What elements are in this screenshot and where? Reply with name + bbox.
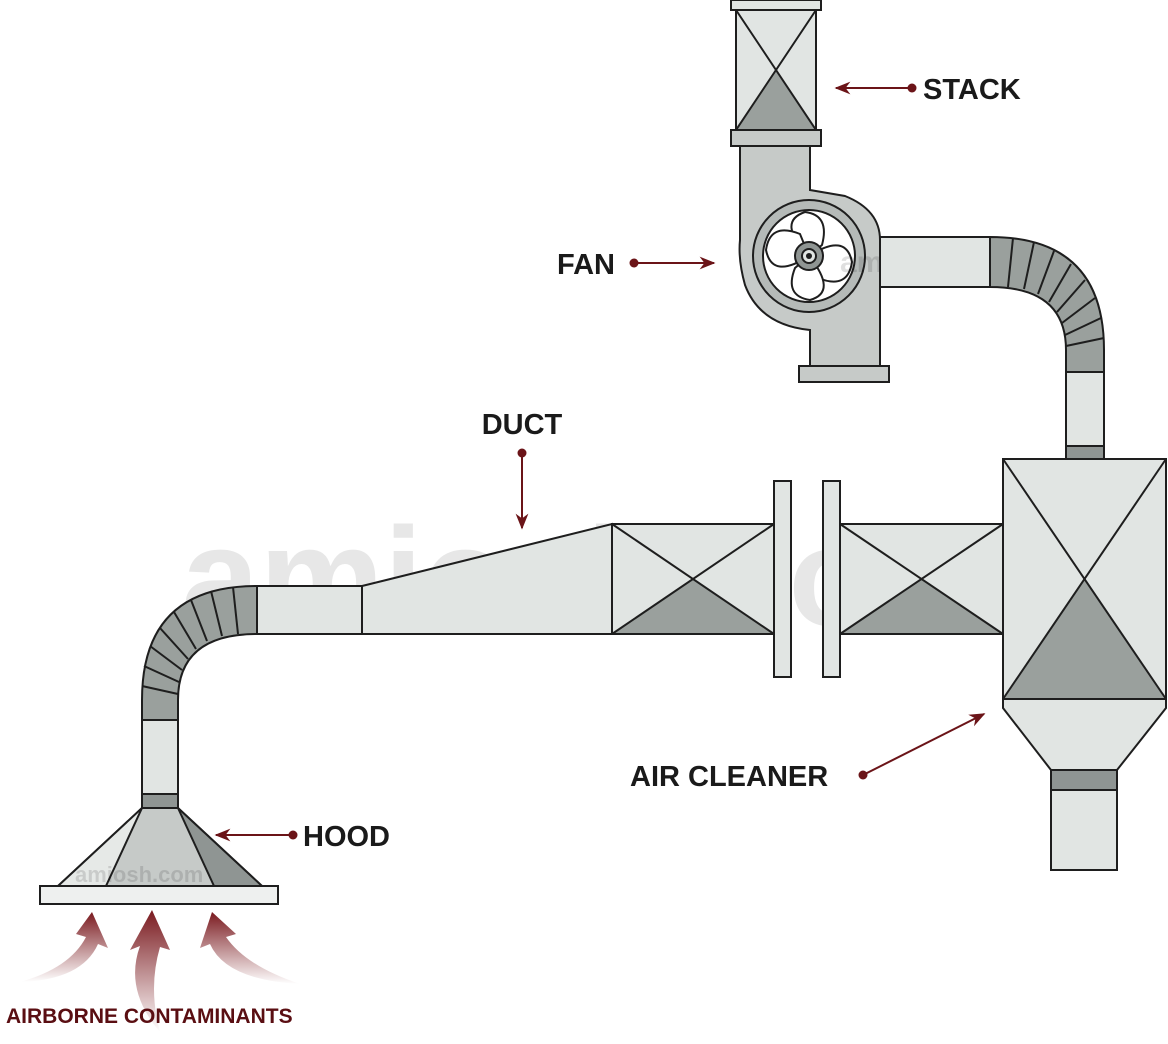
fan xyxy=(738,145,890,383)
pointer-stack xyxy=(834,81,917,95)
contaminant-arrow-left-icon xyxy=(20,912,108,982)
pointer-fan xyxy=(629,256,716,270)
contaminant-arrow-center-icon xyxy=(130,910,170,1032)
label-stack: STACK xyxy=(923,74,1021,106)
upper-duct xyxy=(879,235,1105,461)
air-cleaner xyxy=(1002,458,1167,871)
label-duct: DUCT xyxy=(482,409,563,441)
label-airborne-contaminants: AIRBORNE CONTAMINANTS xyxy=(6,1005,293,1028)
lower-elbow-duct xyxy=(141,584,258,809)
contaminant-arrow-right-icon xyxy=(200,912,300,984)
pointer-duct xyxy=(515,448,529,530)
main-duct xyxy=(256,480,1004,678)
pointer-hood xyxy=(214,828,298,842)
watermark-hood: amiosh.com xyxy=(75,862,203,887)
hood xyxy=(39,807,279,905)
contaminant-arrows xyxy=(20,910,300,1032)
label-hood: HOOD xyxy=(303,821,390,853)
stack xyxy=(730,0,822,147)
pointer-air-cleaner xyxy=(858,713,986,780)
label-air-cleaner: AIR CLEANER xyxy=(630,761,828,793)
fan-impeller-icon xyxy=(764,210,854,302)
label-fan: FAN xyxy=(557,249,615,281)
